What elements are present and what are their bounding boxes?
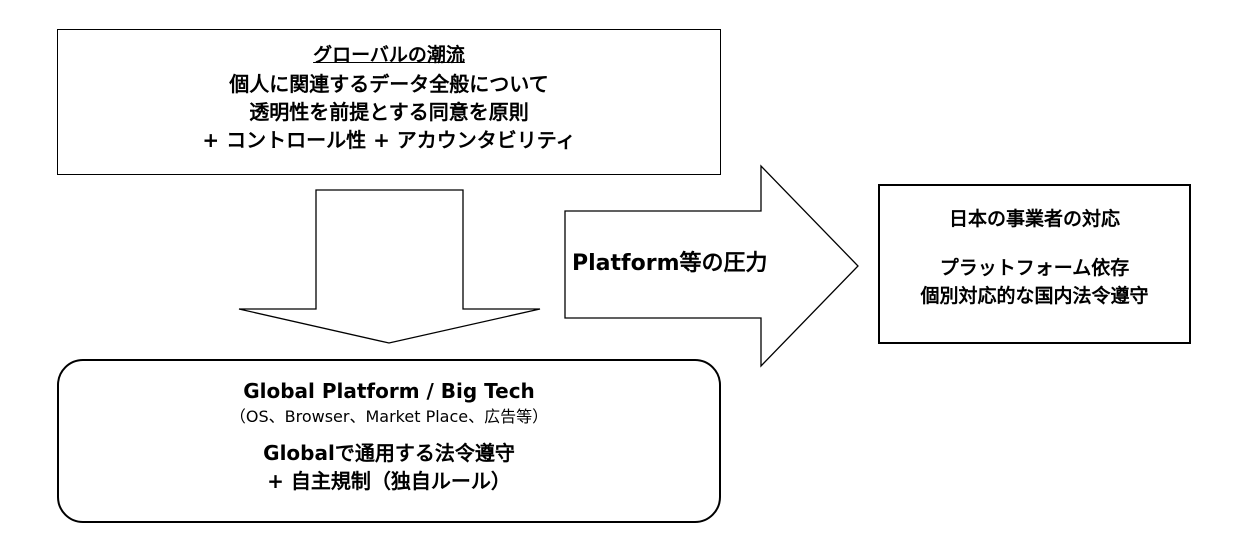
global-trend-box: グローバルの潮流 個人に関連するデータ全般について 透明性を前提とする同意を原則… [57,29,721,175]
japan-business-response-title: 日本の事業者の対応 [948,208,1120,230]
down-arrow [238,189,541,344]
japan-business-response-line: プラットフォーム依存 [939,257,1130,279]
global-trend-line: + コントロール性 + アカウンタビリティ [202,128,576,152]
right-arrow [564,164,859,368]
global-platform-line: + 自主規制（独自ルール） [267,469,511,493]
global-trend-title: グローバルの潮流 [313,44,465,66]
global-platform-title: Global Platform / Big Tech [243,379,535,403]
global-platform-box: Global Platform / Big Tech （OS、Browser、M… [57,359,721,523]
platform-pressure-label: Platform等の圧力 [572,251,768,276]
japan-business-response-line: 個別対応的な国内法令遵守 [920,285,1149,307]
global-trend-line: 透明性を前提とする同意を原則 [249,100,529,124]
global-platform-subtitle: （OS、Browser、Market Place、広告等） [229,407,549,426]
global-trend-line: 個人に関連するデータ全般について [229,72,549,96]
global-platform-line: Globalで通用する法令遵守 [263,441,515,465]
japan-business-response-box: 日本の事業者の対応 プラットフォーム依存 個別対応的な国内法令遵守 [878,184,1191,344]
